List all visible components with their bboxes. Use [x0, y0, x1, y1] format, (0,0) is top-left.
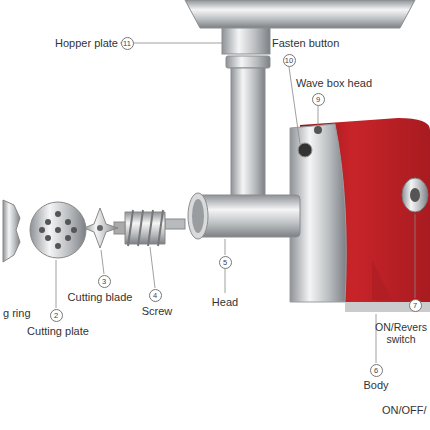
leader-lines	[56, 43, 415, 363]
cutting-plate	[30, 202, 86, 258]
part-label: Body	[363, 379, 388, 392]
switch-knob	[410, 188, 420, 202]
callout-circle: 7	[409, 299, 422, 312]
cutting-blade	[84, 208, 118, 248]
fasten-button	[298, 143, 312, 157]
callout-number: 9	[316, 95, 320, 104]
callout-circle: 11	[121, 37, 134, 50]
wave-box-head	[314, 126, 322, 134]
callout-circle: 5	[219, 256, 232, 269]
hopper-neck	[222, 28, 270, 54]
part-label: Screw	[142, 305, 173, 318]
callout-circle: 2	[50, 309, 63, 322]
callout-number: 2	[54, 311, 58, 320]
plate-holes	[39, 211, 77, 249]
part-label: Hopper plate	[55, 37, 118, 50]
callout-number: 7	[413, 301, 417, 310]
part-label: ON/OFF/	[382, 404, 427, 417]
fixing-ring	[3, 200, 20, 262]
blade-hub	[97, 225, 103, 231]
part-label: Head	[212, 296, 238, 309]
head-tube	[196, 195, 300, 237]
callout-circle: 6	[370, 364, 383, 377]
switch	[402, 178, 428, 212]
callout-circle: 3	[98, 275, 111, 288]
foot	[372, 260, 392, 300]
part-label: Cutting blade	[68, 291, 133, 304]
head-inner	[192, 199, 204, 233]
callout-number: 11	[123, 39, 131, 48]
callout-circle: 10	[283, 54, 296, 67]
callout-circle: 9	[312, 93, 325, 106]
part-label: Cutting plate	[27, 325, 89, 338]
hopper-tray	[185, 0, 415, 28]
part-label: Wave box head	[296, 77, 372, 90]
head-opening	[188, 193, 208, 239]
callout-number: 10	[285, 56, 293, 65]
feed-tube	[231, 68, 265, 198]
callout-number: 3	[102, 277, 106, 286]
callout-number: 4	[153, 291, 157, 300]
screw-thread	[128, 210, 163, 246]
callout-number: 6	[374, 366, 378, 375]
tube-collar	[226, 56, 270, 68]
part-label: ON/Revers switch	[374, 321, 428, 345]
screw-shaft	[165, 219, 185, 229]
part-label: Fasten button	[272, 37, 339, 50]
callout-circle: 4	[149, 289, 162, 302]
callout-number: 5	[223, 258, 227, 267]
part-label: g ring	[3, 307, 31, 320]
